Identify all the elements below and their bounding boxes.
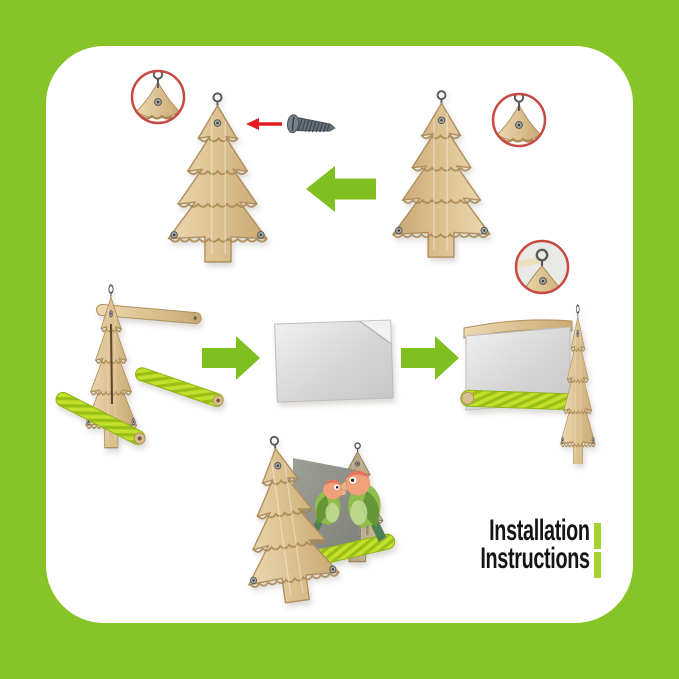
- magnified-detail-ring-icon: [514, 239, 570, 295]
- mirror-plate: [274, 319, 394, 403]
- rope-perch: [55, 391, 146, 446]
- caption-accent-bar: [594, 523, 601, 549]
- red-arrow-left-icon: [246, 118, 282, 130]
- rope-perch: [135, 367, 224, 407]
- perch-frame-assembly: [55, 282, 224, 460]
- green-arrow-right-icon: [401, 336, 459, 380]
- green-arrow-right-icon: [202, 336, 260, 380]
- wood-dowel: [95, 303, 202, 325]
- hook-icon: [535, 248, 549, 262]
- green-arrow-left-icon: [306, 166, 376, 212]
- tree-side-panel: [86, 285, 137, 447]
- magnified-detail-ring-icon: [491, 92, 547, 148]
- caption-line-1: Installation: [489, 514, 590, 547]
- screw-head-icon: [539, 277, 547, 285]
- caption-line-2: Instructions: [480, 542, 591, 575]
- screw-icon: [286, 114, 336, 134]
- rope-perch: [460, 389, 580, 411]
- caption-block: Installation Instructions: [480, 514, 591, 575]
- screw-head-icon: [515, 121, 523, 129]
- magnified-detail-ring-icon: [130, 69, 186, 125]
- caption-accent-bar: [594, 552, 601, 578]
- assembled-mirror-frame: [460, 292, 610, 464]
- finished-swing-with-lovebirds: [233, 424, 396, 616]
